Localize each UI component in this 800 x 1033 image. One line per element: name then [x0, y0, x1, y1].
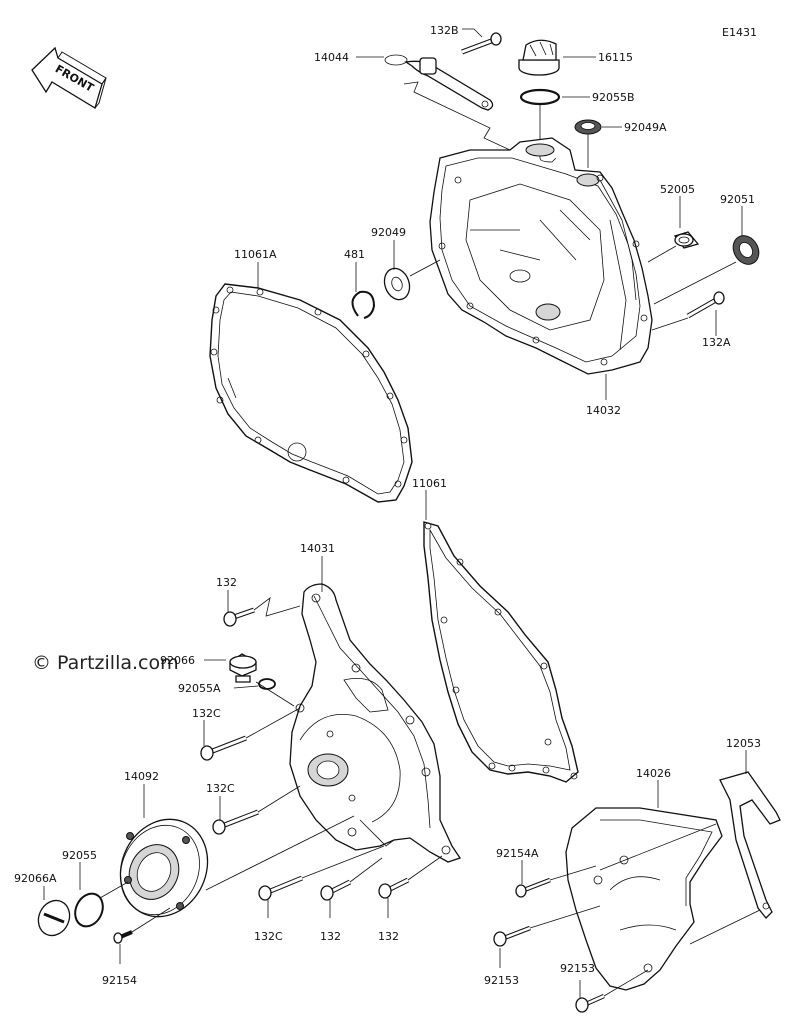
label-92153-a: 92153: [484, 974, 519, 987]
part-132C-bolt-c: [258, 875, 303, 901]
label-92055A: 92055A: [178, 682, 221, 695]
part-92055-o-ring: [74, 892, 104, 928]
part-14026-sprocket-cover: [565, 807, 723, 991]
watermark: © Partzilla.com: [32, 652, 179, 674]
label-92049A: 92049A: [624, 121, 667, 134]
label-92154A: 92154A: [496, 847, 539, 860]
upper-leader-lines: [257, 28, 743, 400]
label-14044: 14044: [314, 51, 349, 64]
label-11061A: 11061A: [234, 248, 277, 261]
label-14026: 14026: [636, 767, 671, 780]
part-132A-bolt: [686, 291, 725, 319]
part-11061A-gasket: [209, 283, 413, 503]
label-52005: 52005: [660, 183, 695, 196]
part-132B-bolt: [461, 32, 502, 55]
label-14031: 14031: [300, 542, 335, 555]
part-92066A-plug: [37, 899, 71, 937]
part-481-circlip: [351, 290, 376, 319]
part-132C-bolt-b: [212, 809, 259, 835]
part-92153-bolt-a: [493, 925, 531, 947]
part-11061-gasket: [423, 521, 579, 783]
label-14032: 14032: [586, 404, 621, 417]
label-92066: 92066: [160, 654, 195, 667]
label-16115: 16115: [598, 51, 633, 64]
front-arrow-icon: FRONT: [31, 46, 107, 109]
label-92055B: 92055B: [592, 91, 635, 104]
part-92049-oil-seal: [383, 267, 411, 301]
part-132-bolt-right: [378, 877, 410, 899]
part-92154-screw: [113, 930, 133, 944]
part-92153-bolt-b: [575, 993, 605, 1013]
part-14032-clutch-cover: [429, 137, 653, 375]
label-92049: 92049: [371, 226, 406, 239]
label-481: 481: [344, 248, 365, 261]
label-132C-c: 132C: [254, 930, 283, 943]
diagram-code: E1431: [722, 26, 757, 39]
label-14092: 14092: [124, 770, 159, 783]
label-132B: 132B: [430, 24, 459, 37]
part-92049A-oil-seal: [574, 119, 602, 135]
label-92154: 92154: [102, 974, 137, 987]
part-132C-bolt-a: [200, 735, 247, 761]
part-16115-filler-cap: [518, 39, 560, 76]
label-132-top: 132: [216, 576, 237, 589]
part-92055A-o-ring: [258, 678, 276, 690]
label-132-right: 132: [378, 930, 399, 943]
part-132-bolt-mid: [320, 879, 352, 901]
part-92051-oil-seal: [732, 235, 760, 265]
label-92055: 92055: [62, 849, 97, 862]
label-92051: 92051: [720, 193, 755, 206]
label-132C-a: 132C: [192, 707, 221, 720]
part-52005-bushing: [673, 231, 700, 249]
part-14092-cap: [119, 818, 209, 918]
part-92055B-o-ring: [519, 88, 561, 106]
label-92153-b: 92153: [560, 962, 595, 975]
label-132A: 132A: [702, 336, 731, 349]
label-132C-b: 132C: [206, 782, 235, 795]
part-12053-guide: [719, 771, 781, 919]
label-11061: 11061: [412, 477, 447, 490]
label-132-mid: 132: [320, 930, 341, 943]
part-132-bolt-top: [223, 607, 255, 627]
part-14044-cable-guide: [384, 54, 494, 111]
part-92066-plug: [229, 653, 257, 683]
part-14031-generator-cover: [289, 583, 462, 863]
label-92066A: 92066A: [14, 872, 57, 885]
part-92154A-bolt: [515, 877, 551, 898]
lower-leader-lines: [43, 490, 761, 998]
label-12053: 12053: [726, 737, 761, 750]
